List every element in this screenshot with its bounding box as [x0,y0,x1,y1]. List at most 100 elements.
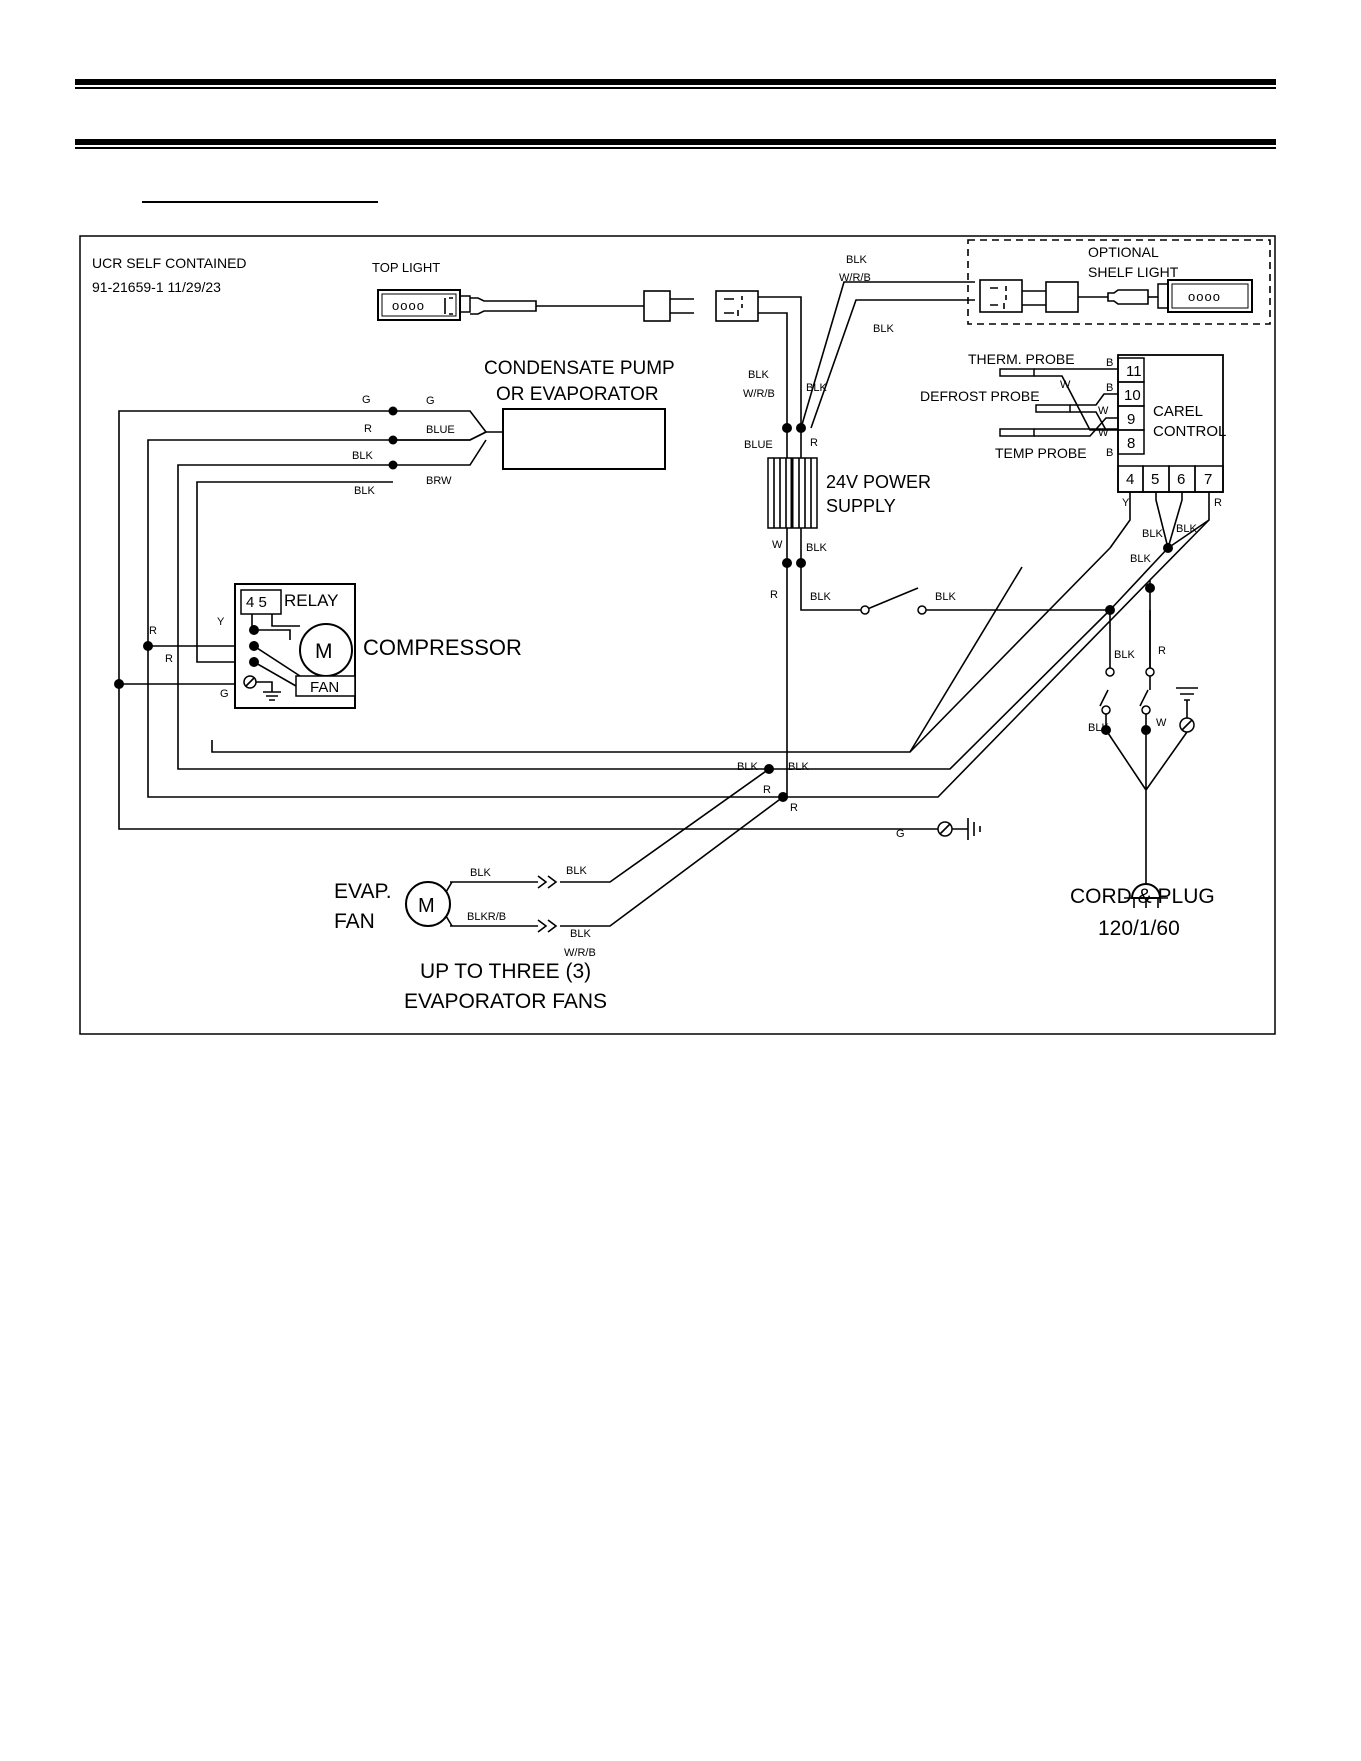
ground-symbol-bottom [937,818,981,840]
probe-w-label-1: W [1098,405,1109,417]
left-blk-label-2: BLK [354,485,375,497]
wire-r-bus [147,439,769,798]
compressor-g-label: G [220,688,229,700]
ps-blk-label-4: BLK [810,591,831,603]
wire-y-return [909,547,1111,753]
temp-probe-label: TEMP PROBE [995,445,1087,461]
terminal-10: 10 [1124,387,1141,404]
condensate-evaporator-label: OR EVAPORATOR [496,384,659,405]
condensate-brw-label: BRW [426,475,452,487]
ground-g-label: G [896,828,905,840]
wire-top-light-1 [758,296,802,428]
terminal-11: 11 [1126,363,1142,380]
ground-symbol-switch [1176,687,1198,733]
therm-probe-label: THERM. PROBE [968,351,1075,367]
wire-shelf-light-2 [810,299,975,429]
left-r-label: R [364,423,372,435]
compressor-label: COMPRESSOR [363,635,522,660]
header-rule-top [75,79,1276,85]
condensate-pump-label: CONDENSATE PUMP [484,358,675,379]
carel-label: CAREL [1153,403,1203,420]
defrost-probe [1035,393,1118,431]
relay-y-label: Y [217,616,225,628]
junction-blk-label-2: BLK [788,761,809,773]
switch-blk-label-2: BLK [1114,649,1135,661]
section-underline [142,201,378,203]
switch-blk-label: BLK [935,591,956,603]
probe-b-label-1: B [1106,357,1113,369]
bus-r-label: R [149,625,157,637]
switch-r-label: R [1158,645,1166,657]
evap-blk-label: BLK [470,867,491,879]
wire-compressor-return [211,566,1023,753]
power-supply-wires [786,428,865,797]
ps-blk-label: BLK [748,369,769,381]
wire-top-light-2 [758,312,788,428]
svg-text:oooo: oooo [392,298,425,313]
shelf-light-label: SHELF LIGHT [1088,264,1179,280]
header-rule-bottom [75,139,1276,145]
plug-icon [1124,883,1168,908]
compressor-fan-label: FAN [310,679,339,696]
power-supply-transformer [767,457,818,529]
condensate-g-label: G [426,395,435,407]
diagram-title: UCR SELF CONTAINED [92,255,247,271]
evap-fan-motor [405,881,453,927]
wire-shelf-light-1 [800,281,975,429]
condensate-blue-label: BLUE [426,424,455,436]
cord-voltage-label: 120/1/60 [1098,917,1180,940]
power-supply-label-2: SUPPLY [826,496,896,516]
top-light-fixture: oooo [377,289,537,321]
ps-blk-label-3: BLK [806,542,827,554]
therm-probe [999,368,1118,431]
wire-blk-switch [1109,547,1169,611]
carel-control [1117,354,1224,493]
wire-blk-bus-right [755,609,1111,770]
evap-fan-connectors [450,875,558,933]
cord-plug-label: CORD & PLUG [1070,885,1215,908]
switch-blk-label-3: BLK [1088,722,1109,734]
switch-w-label: W [1156,717,1167,729]
evap-label: EVAP. [334,880,392,903]
junction-r-label: R [763,784,771,796]
wire-ground-bus [118,410,938,830]
evap-blk-label-3: BLK [570,928,591,940]
junction-r-label-2: R [790,802,798,814]
shelf-wire-blk-label-2: BLK [873,323,894,335]
ps-blk-label-2: BLK [806,382,827,394]
terminal-7: 7 [1204,471,1212,488]
evap-wrb-label: W/R/B [564,947,596,959]
double-pole-switch [1099,610,1155,735]
header-rule-bottom-thin [75,147,1276,149]
ps-blue-label: BLUE [744,439,773,451]
svg-text:oooo: oooo [1188,289,1221,304]
diagram-part-number: 91-21659-1 11/29/23 [92,279,221,295]
left-blk-label: BLK [352,450,373,462]
evaporator-fans-label: EVAPORATOR FANS [404,990,607,1013]
terminal-7-wire [1167,492,1210,549]
condensate-wire-merge [393,431,503,441]
wire-blk-to-relay [196,481,393,663]
relay-pins: 4 5 [246,594,267,611]
header-rule-top-thin [75,87,1276,89]
compressor-motor-symbol: M [315,640,333,663]
diagram-frame [79,235,1276,1035]
bus-r-label-2: R [165,653,173,665]
probe-w-label-3: W [1098,427,1109,439]
power-supply-label: 24V POWER [826,472,931,492]
power-switch [860,587,1110,615]
wire-blk-bus-2 [177,464,755,770]
ps-r-label-2: R [770,589,778,601]
ctrl-y-label: Y [1122,497,1130,509]
top-light-plug [643,290,759,322]
top-light-label: TOP LIGHT [372,260,440,275]
probe-w-label-2: W [1060,379,1071,391]
ps-r-label: R [810,437,818,449]
terminal-4: 4 [1126,471,1134,488]
probe-b-label-2: B [1106,382,1113,394]
terminal-9: 9 [1127,411,1135,428]
evap-fan-label: FAN [334,910,375,933]
ps-wrb-label: W/R/B [743,388,775,400]
optional-label: OPTIONAL [1088,244,1159,260]
optional-shelf-light-box [967,239,1271,325]
